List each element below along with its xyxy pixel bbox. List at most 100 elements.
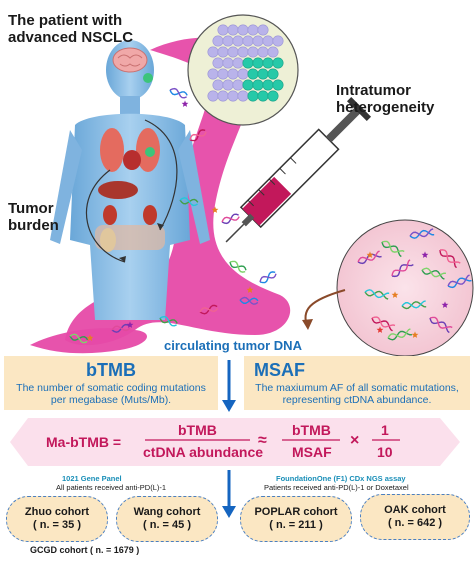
msaf-desc-2: representing ctDNA abundance. bbox=[282, 394, 432, 406]
formula-times: × bbox=[350, 432, 360, 449]
lungs-icon bbox=[100, 128, 124, 172]
mutant-cell bbox=[257, 90, 269, 102]
formula-den2: MSAF bbox=[292, 444, 332, 460]
btmb-desc-1: The number of somatic coding mutations bbox=[16, 382, 206, 394]
dna-fragment bbox=[447, 274, 472, 289]
right-panel-subtext: Patients received anti-PD(L)-1 or Doxeta… bbox=[264, 483, 409, 492]
mutation-star-icon bbox=[441, 301, 449, 308]
normal-cell bbox=[232, 35, 244, 47]
syringe-icon bbox=[225, 96, 372, 243]
normal-cell bbox=[212, 79, 224, 91]
normal-cell bbox=[232, 57, 244, 69]
cohort-wang-n: ( n. = 45 ) bbox=[143, 519, 191, 531]
kidney-icon bbox=[103, 205, 117, 225]
mutant-cell bbox=[272, 79, 284, 91]
normal-cell bbox=[217, 68, 229, 80]
patient-label-line1: The patient with bbox=[8, 12, 123, 29]
formula-num3: 1 bbox=[381, 422, 389, 438]
normal-cell bbox=[207, 68, 219, 80]
heart-icon bbox=[123, 150, 141, 170]
dna-fragment bbox=[111, 323, 131, 333]
normal-cell bbox=[227, 68, 239, 80]
normal-cell bbox=[212, 57, 224, 69]
cohort-oak-n: ( n. = 642 ) bbox=[387, 517, 443, 529]
dna-fragment bbox=[401, 300, 427, 310]
formula-den1: ctDNA abundance bbox=[143, 444, 264, 460]
mutant-cell bbox=[257, 68, 269, 80]
btmb-title: bTMB bbox=[86, 360, 136, 380]
msaf-desc-1: The maxiumum AF of all somatic mutations… bbox=[255, 382, 459, 394]
left-panel-subtext: All patients received anti-PD(L)-1 bbox=[56, 483, 167, 492]
mutation-star-icon bbox=[376, 326, 384, 333]
normal-cell bbox=[212, 35, 224, 47]
mutant-cell bbox=[267, 90, 279, 102]
normal-cell bbox=[237, 68, 249, 80]
cohort-zhuo-n: ( n. = 35 ) bbox=[33, 519, 81, 531]
dna-fragment bbox=[159, 315, 178, 327]
normal-cell bbox=[227, 46, 239, 58]
cohort-poplar-n: ( n. = 211 ) bbox=[269, 519, 323, 531]
mutant-cell bbox=[262, 57, 274, 69]
mutation-star-icon bbox=[366, 251, 374, 258]
normal-cell bbox=[247, 46, 259, 58]
cohort-zhuo-name: Zhuo cohort bbox=[24, 506, 90, 518]
heterogeneity-label-line2: heterogeneity bbox=[336, 99, 435, 116]
cohort-wang-name: Wang cohort bbox=[133, 506, 201, 518]
mutant-cell bbox=[252, 79, 264, 91]
formula-approx: ≈ bbox=[258, 432, 267, 449]
dna-fragment bbox=[429, 316, 453, 334]
mutation-star-icon bbox=[211, 206, 219, 213]
liver-icon bbox=[98, 181, 138, 199]
patient-body bbox=[50, 40, 210, 320]
normal-cell bbox=[257, 24, 269, 36]
dna-fragment bbox=[69, 333, 89, 344]
tumor-cells-circle bbox=[187, 14, 299, 126]
ctdna-label: circulating tumor DNA bbox=[164, 338, 302, 353]
dna-fragment bbox=[371, 316, 396, 332]
formula-num1: bTMB bbox=[178, 422, 217, 438]
mutation-star-icon bbox=[421, 251, 429, 258]
mutation-star-icon bbox=[411, 331, 419, 338]
cohort-poplar-name: POPLAR cohort bbox=[254, 506, 338, 518]
mutation-star-icon bbox=[86, 334, 94, 341]
msaf-box: MSAF The maxiumum AF of all somatic muta… bbox=[244, 356, 470, 410]
mutant-cell bbox=[252, 57, 264, 69]
dna-fragment bbox=[229, 260, 247, 273]
mutant-cell bbox=[262, 79, 274, 91]
metastasis-arrow bbox=[144, 119, 178, 231]
cohort-poplar: POPLAR cohort ( n. = 211 ) bbox=[240, 496, 352, 542]
dna-fragment bbox=[239, 296, 259, 305]
normal-cell bbox=[207, 90, 219, 102]
patient-label-line2: advanced NSCLC bbox=[8, 29, 134, 46]
mutant-cell bbox=[247, 68, 259, 80]
normal-cell bbox=[237, 24, 249, 36]
formula-lhs: Ma-bTMB = bbox=[46, 434, 122, 450]
mutant-cell bbox=[272, 57, 284, 69]
formula-num2: bTMB bbox=[292, 422, 331, 438]
mutation-star-icon bbox=[246, 286, 254, 293]
dna-fragment bbox=[221, 213, 240, 225]
normal-cell bbox=[267, 46, 279, 58]
dna-fragment bbox=[421, 267, 447, 280]
msaf-title: MSAF bbox=[254, 360, 305, 380]
burden-label-line2: burden bbox=[8, 217, 59, 234]
dna-fragment bbox=[189, 129, 207, 142]
normal-cell bbox=[262, 35, 274, 47]
normal-cell bbox=[242, 35, 254, 47]
dna-fragment bbox=[179, 197, 199, 207]
normal-cell bbox=[257, 46, 269, 58]
formula-den3: 10 bbox=[377, 444, 393, 460]
dna-fragment bbox=[391, 259, 414, 278]
mutant-cell bbox=[247, 90, 259, 102]
dna-fragment bbox=[409, 228, 435, 239]
normal-cell bbox=[222, 79, 234, 91]
cohort-wang: Wang cohort ( n. = 45 ) bbox=[116, 496, 218, 542]
normal-cell bbox=[247, 24, 259, 36]
normal-cell bbox=[207, 46, 219, 58]
normal-cell bbox=[227, 90, 239, 102]
btmb-box: bTMB The number of somatic coding mutati… bbox=[4, 356, 218, 410]
mutation-star-icon bbox=[126, 321, 134, 328]
normal-cell bbox=[217, 24, 229, 36]
